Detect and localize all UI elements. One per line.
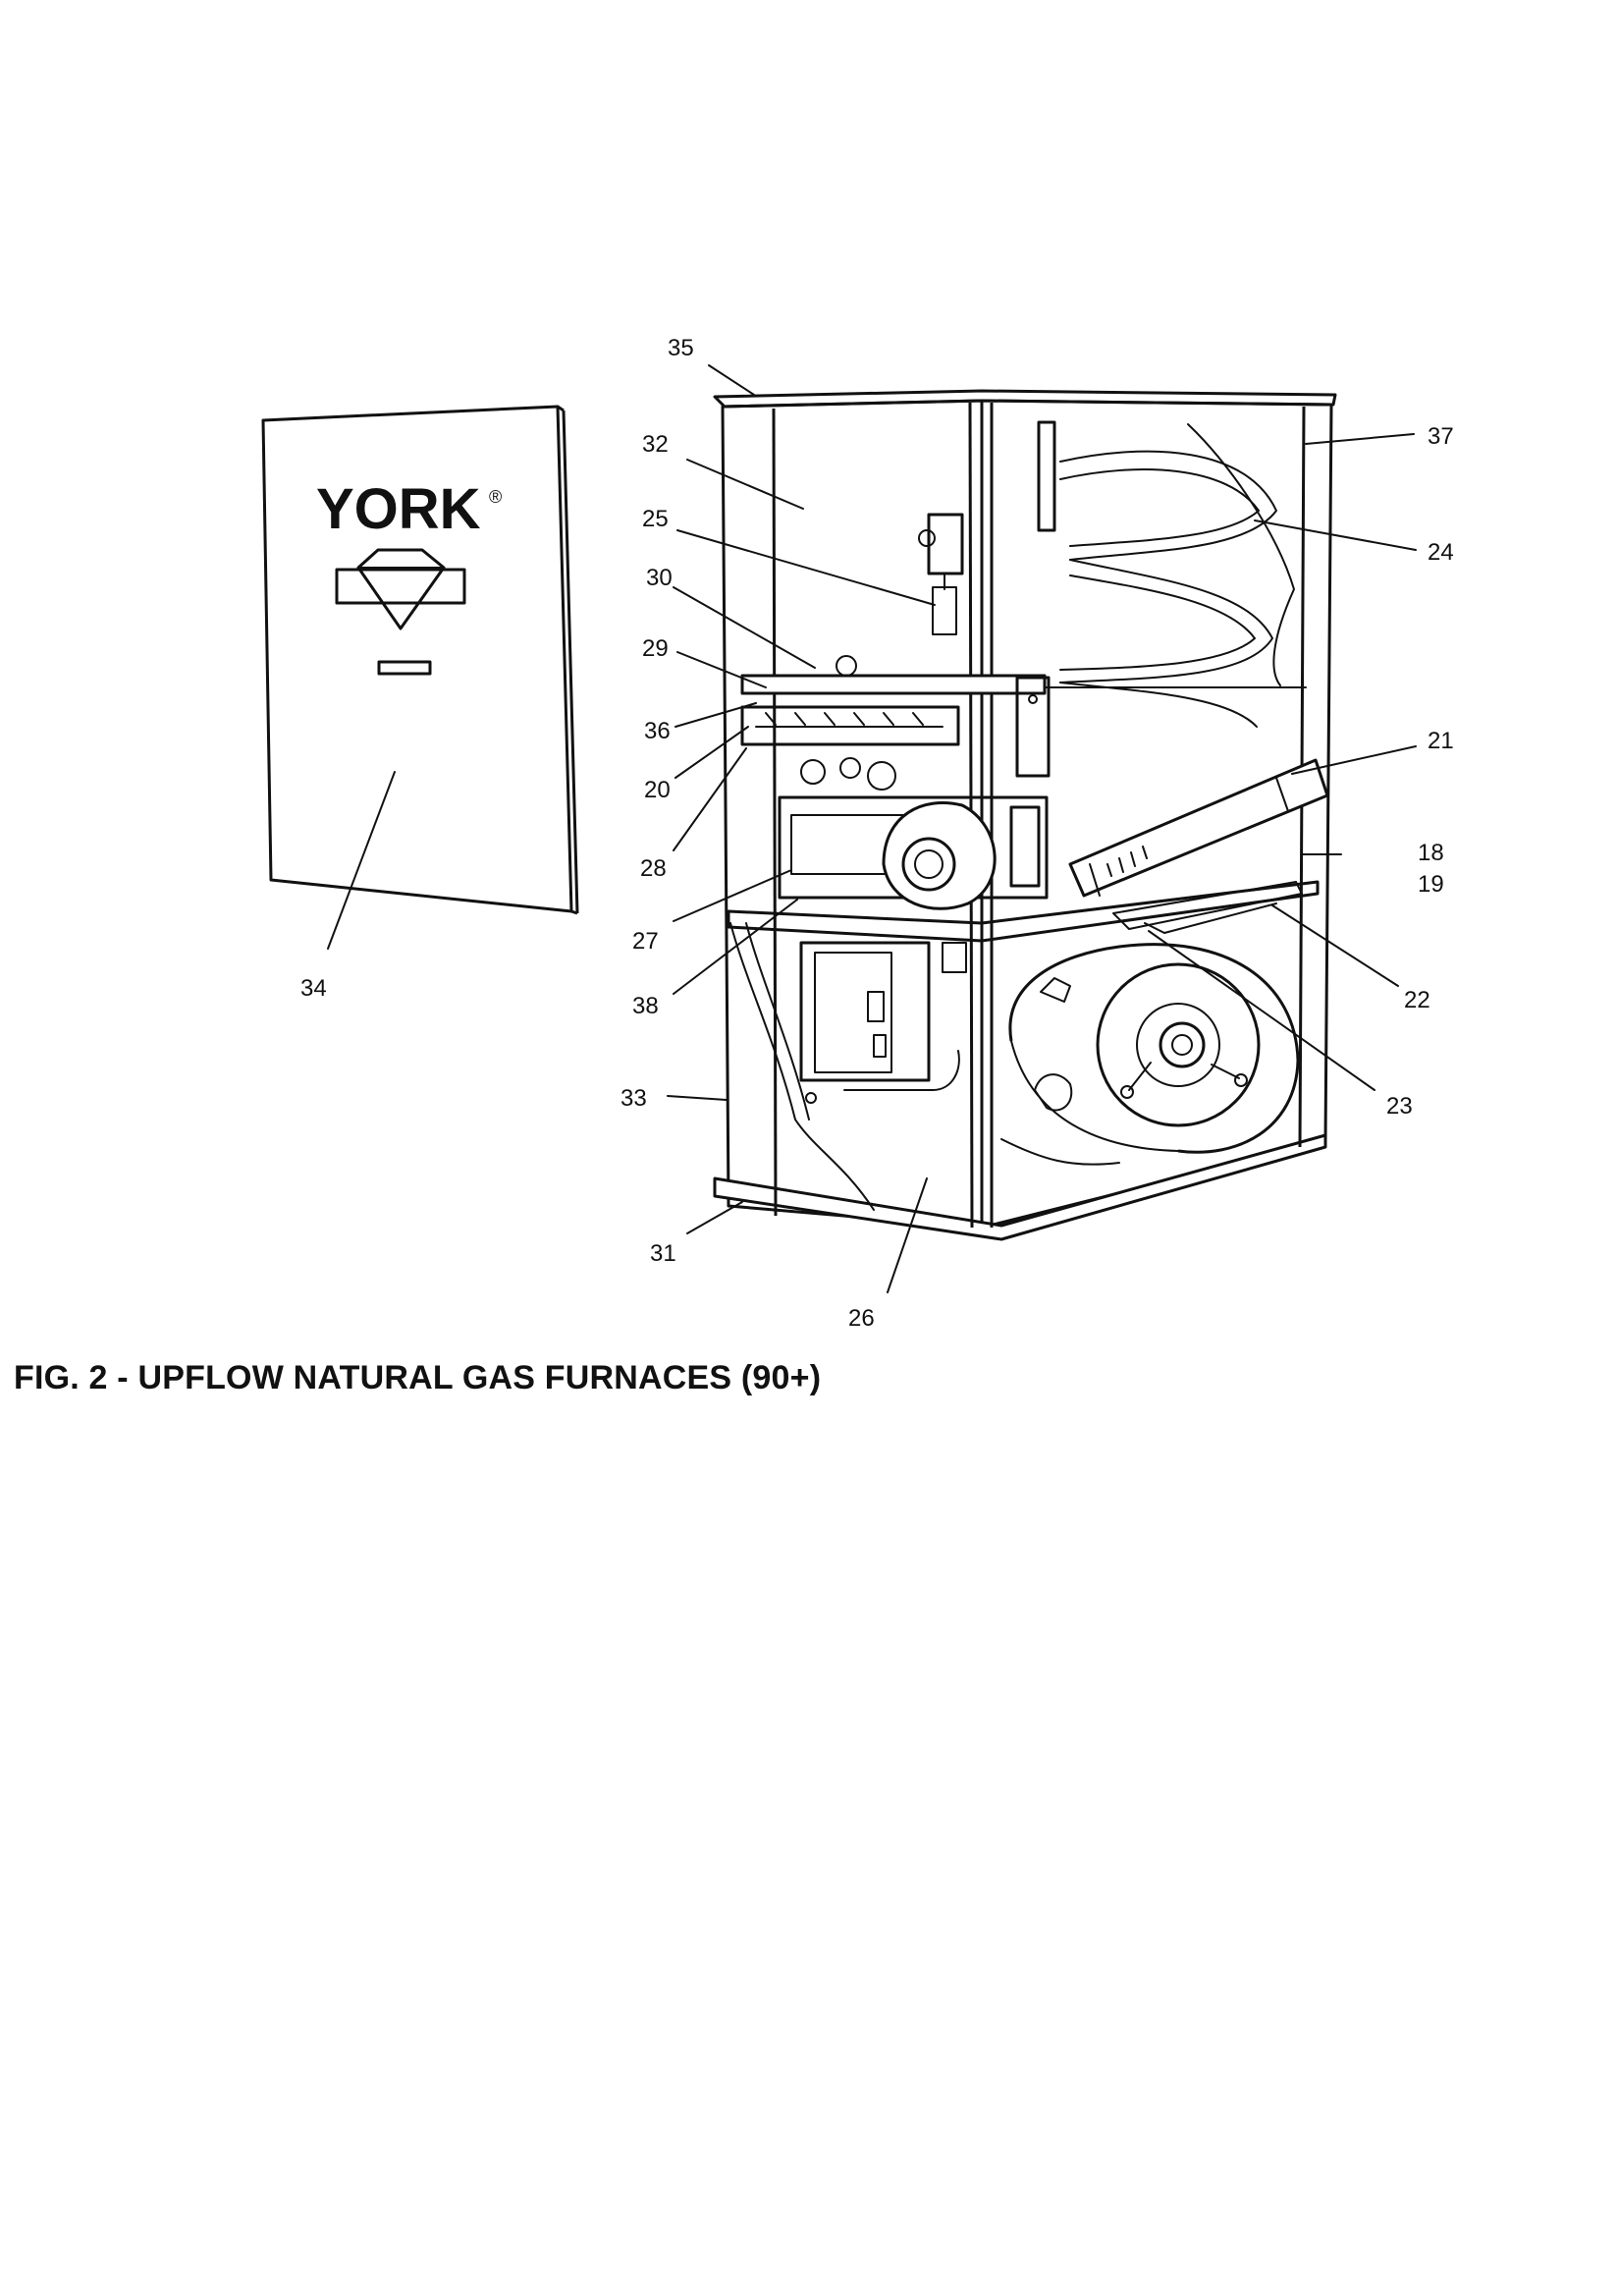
callout-38: 38 <box>632 993 659 1019</box>
callout-27: 27 <box>632 928 659 955</box>
callout-18: 18 <box>1418 840 1444 866</box>
svg-text:®: ® <box>489 487 502 507</box>
circulating-blower <box>1000 943 1300 1166</box>
callout-20: 20 <box>644 777 671 803</box>
callout-24: 24 <box>1428 539 1454 566</box>
callout-23: 23 <box>1386 1093 1413 1120</box>
figure-caption: FIG. 2 - UPFLOW NATURAL GAS FURNACES (90… <box>14 1359 822 1396</box>
callout-33: 33 <box>620 1085 647 1112</box>
york-logo: YORK <box>316 477 481 541</box>
callout-36: 36 <box>644 718 671 744</box>
callout-21: 21 <box>1428 728 1454 754</box>
leader-lines <box>327 364 1417 1293</box>
drain-trap <box>1112 881 1303 934</box>
control-board <box>799 941 960 1104</box>
callout-19: 19 <box>1418 871 1444 898</box>
callout-37: 37 <box>1428 423 1454 450</box>
callout-28: 28 <box>640 855 667 882</box>
burner-assembly <box>740 655 1051 791</box>
callout-31: 31 <box>650 1240 676 1267</box>
callout-30: 30 <box>646 565 673 591</box>
vent-pipe <box>1068 758 1329 898</box>
wiring-harness <box>729 922 875 1211</box>
callout-labels: 35 32 25 30 29 36 20 28 27 38 33 31 26 3… <box>300 335 1454 1332</box>
heat-exchanger-coils <box>1037 420 1307 728</box>
callout-29: 29 <box>642 635 669 662</box>
callout-32: 32 <box>642 431 669 458</box>
front-door-panel: YORK ® <box>261 405 579 915</box>
callout-22: 22 <box>1404 987 1430 1013</box>
callout-25: 25 <box>642 506 669 532</box>
callout-26: 26 <box>848 1305 875 1332</box>
gas-valve <box>918 513 964 635</box>
inducer-blower <box>778 795 1049 973</box>
door-handle <box>377 660 432 676</box>
york-emblem-icon <box>335 548 466 630</box>
callout-35: 35 <box>668 335 694 361</box>
furnace-cabinet <box>713 389 1337 1241</box>
callout-34: 34 <box>300 975 327 1002</box>
